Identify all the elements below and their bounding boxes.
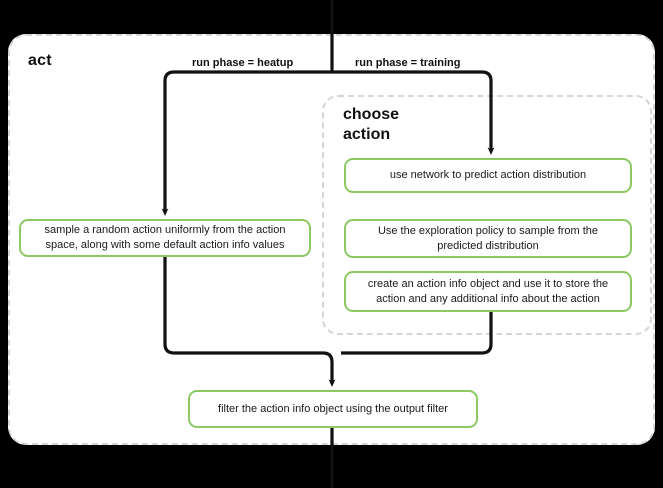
node-create-action-info[interactable]: create an action info object and use it … — [344, 271, 632, 312]
edge-label-run-phase-training: run phase = training — [355, 57, 461, 69]
page-title: act — [28, 52, 52, 69]
node-output-filter[interactable]: filter the action info object using the … — [188, 390, 478, 428]
choose-action-title-line2: action — [343, 126, 391, 143]
edge-label-run-phase-heatup: run phase = heatup — [192, 57, 294, 69]
choose-action-title-line1: choose — [343, 106, 400, 123]
node-sample-random-action[interactable]: sample a random action uniformly from th… — [19, 219, 311, 257]
node-use-network-predict[interactable]: use network to predict action distributi… — [344, 158, 632, 193]
node-exploration-policy[interactable]: Use the exploration policy to sample fro… — [344, 219, 632, 258]
choose-action-title: choose action — [343, 105, 463, 145]
